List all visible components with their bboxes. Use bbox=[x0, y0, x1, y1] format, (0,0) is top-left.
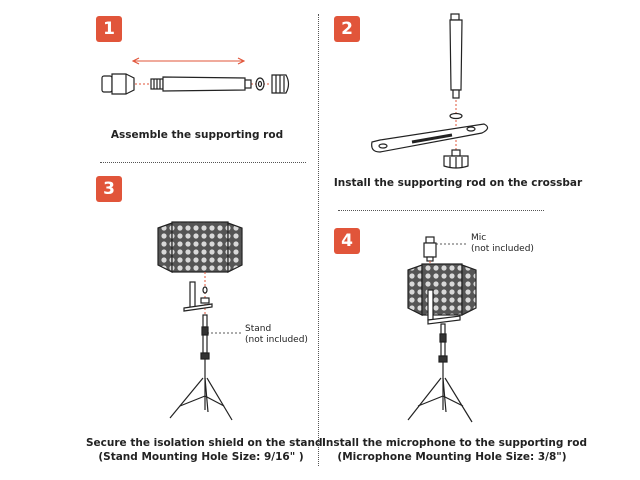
step-4-mic-on-rod bbox=[407, 236, 477, 423]
step-4-caption-line1: Install the microphone to the supporting… bbox=[322, 437, 587, 449]
step-4-mic-note-line1: Mic bbox=[471, 233, 487, 243]
horizontal-divider-left bbox=[100, 162, 306, 163]
step-4-badge: 4 bbox=[334, 228, 360, 254]
step-4-caption-line2: (Microphone Mounting Hole Size: 3/8") bbox=[337, 451, 567, 463]
step-3-caption-line1: Secure the isolation shield on the stand bbox=[86, 437, 323, 449]
step-3-caption-line2: (Stand Mounting Hole Size: 9/16" ) bbox=[98, 451, 304, 463]
step-1-badge: 1 bbox=[96, 16, 122, 42]
step-2-caption: Install the supporting rod on the crossb… bbox=[333, 177, 583, 189]
step-3-stand-note-line1: Stand bbox=[245, 324, 272, 334]
step-3-stand-note-line2: (not included) bbox=[245, 335, 308, 345]
step-1-caption: Assemble the supporting rod bbox=[110, 129, 284, 141]
step-1-rod-assembly bbox=[101, 61, 290, 95]
step-3-shield-on-stand bbox=[157, 221, 243, 421]
horizontal-divider-right bbox=[338, 210, 544, 211]
vertical-divider bbox=[318, 14, 319, 466]
step-4-mic-note-line2: (not included) bbox=[471, 244, 534, 254]
step-2-crossbar-assembly bbox=[371, 13, 489, 169]
step-3-badge: 3 bbox=[96, 176, 122, 202]
step-2-badge: 2 bbox=[334, 16, 360, 42]
